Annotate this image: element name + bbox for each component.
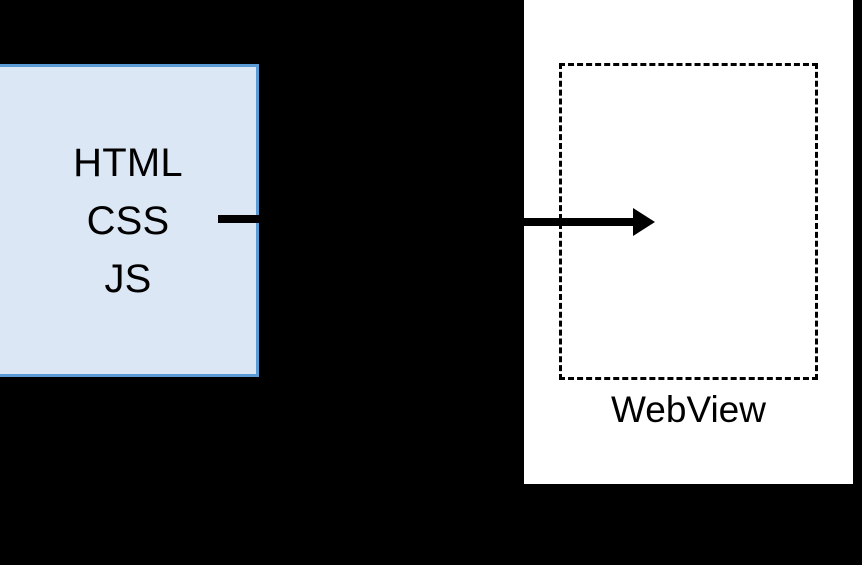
webview-label: WebView bbox=[611, 389, 766, 430]
asset-label-css: CSS bbox=[86, 198, 170, 243]
web-assets-box: HTML CSS JS bbox=[0, 64, 259, 377]
connector-arrow-icon bbox=[524, 208, 655, 236]
asset-label-html: HTML bbox=[73, 140, 183, 185]
connector-line-segment bbox=[218, 215, 318, 223]
asset-label-js: JS bbox=[104, 256, 152, 301]
device-panel bbox=[524, 0, 853, 484]
web-assets-stack: HTML CSS JS bbox=[0, 67, 256, 374]
